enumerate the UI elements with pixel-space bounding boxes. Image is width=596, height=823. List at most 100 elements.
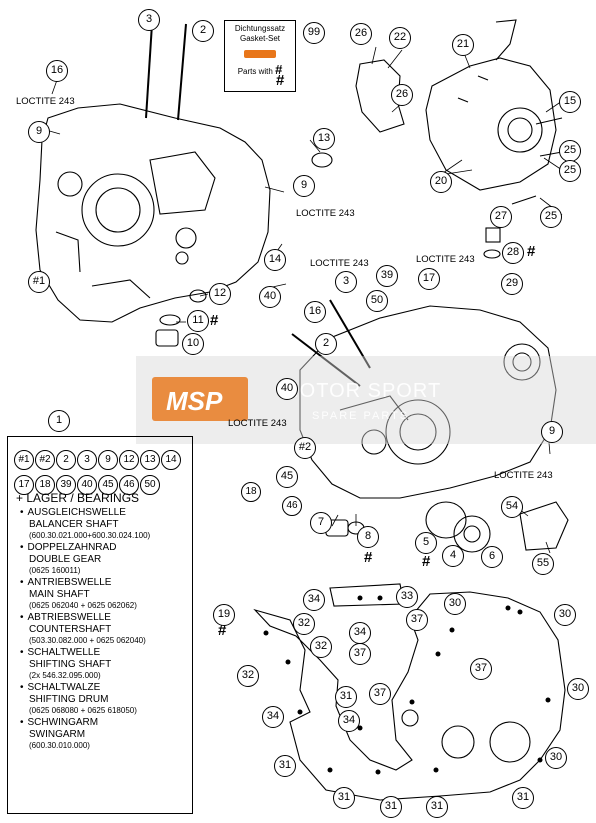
callout-32-b[interactable]: 32 [310,636,332,658]
callout-30[interactable]: 30 [444,593,466,615]
callout-40-b[interactable]: 40 [276,378,298,400]
callout-1[interactable]: 1 [48,410,70,432]
loctite-label-4: LOCTITE 243 [416,254,475,265]
callout-2-b[interactable]: 2 [315,333,337,355]
callout-6[interactable]: 6 [481,546,503,568]
bearing-de: ABTRIEBSWELLE [20,612,192,624]
callout-19[interactable]: 19 [213,604,235,626]
bearing-de: SCHALTWALZE [20,682,192,694]
callout-34-d[interactable]: 34 [338,710,360,732]
callout-22[interactable]: 22 [389,27,411,49]
callout-50[interactable]: 50 [366,290,388,312]
callout-11[interactable]: 11 [187,310,209,332]
bearing-en: DOUBLE GEAR [29,554,102,565]
watermark-text-2: SPARE PARTS [312,410,410,422]
legend-number: 50 [140,475,160,495]
callout-34-b[interactable]: 34 [349,622,371,644]
callout-26[interactable]: 26 [350,23,372,45]
loctite-label-3: LOCTITE 243 [310,258,369,269]
callout-28[interactable]: 28 [502,242,524,264]
callout-16-b[interactable]: 16 [304,301,326,323]
callout-31-d[interactable]: 31 [512,787,534,809]
loctite-label-5: LOCTITE 243 [228,418,287,429]
callout-32-c[interactable]: 32 [237,665,259,687]
callout-54[interactable]: 54 [501,496,523,518]
callout-2[interactable]: 2 [192,20,214,42]
callout-29[interactable]: 29 [501,273,523,295]
callout-32[interactable]: 32 [293,613,315,635]
callout-25-c[interactable]: 25 [540,206,562,228]
callout-14[interactable]: 14 [264,249,286,271]
callout-25[interactable]: 25 [559,140,581,162]
bearing-de: ANTRIEBSWELLE [20,577,192,589]
callout-10[interactable]: 10 [182,333,204,355]
callout-12[interactable]: 12 [209,283,231,305]
callout-3[interactable]: 3 [138,9,160,31]
callout-25-b[interactable]: 25 [559,160,581,182]
legend-number: 45 [98,475,118,495]
hash-mark-8: # [364,549,373,566]
callout-40[interactable]: 40 [259,286,281,308]
callout-13[interactable]: 13 [313,128,335,150]
legend-number: 12 [119,450,139,470]
callout-9-c[interactable]: 9 [541,421,563,443]
callout-15[interactable]: 15 [559,91,581,113]
callout-7[interactable]: 7 [310,512,332,534]
callout-h1[interactable]: #1 [28,271,50,293]
callout-9[interactable]: 9 [28,121,50,143]
bearing-en: SHIFTING DRUM [29,694,109,705]
callout-33[interactable]: 33 [396,586,418,608]
callout-21[interactable]: 21 [452,34,474,56]
callout-h2[interactable]: #2 [294,437,316,459]
callout-31-e[interactable]: 31 [380,796,402,818]
callout-99[interactable]: 99 [303,22,325,44]
callout-46[interactable]: 46 [282,496,302,516]
callout-31-f[interactable]: 31 [426,796,448,818]
parts-with-note: Parts with # [237,62,283,77]
loctite-label-1: LOCTITE 243 [16,96,75,107]
callout-20[interactable]: 20 [430,171,452,193]
callout-16[interactable]: 16 [46,60,68,82]
bearing-code: (600.30.021.000+600.30.024.100) [29,531,151,540]
callout-39[interactable]: 39 [376,265,398,287]
gasket-set-line2: Gasket-Set [239,34,280,43]
bearing-de: SCHALTWELLE [20,647,192,659]
callout-55[interactable]: 55 [532,553,554,575]
legend-number: 40 [77,475,97,495]
bearing-en: BALANCER SHAFT [29,519,119,530]
callout-34[interactable]: 34 [303,589,325,611]
legend-number: 3 [77,450,97,470]
left-case-outline [35,103,271,323]
callout-3-b[interactable]: 3 [335,271,357,293]
callout-31-c[interactable]: 31 [333,787,355,809]
callout-26-b[interactable]: 26 [391,84,413,106]
gasket-set-line1: Dichtungssatz [234,24,286,33]
callout-37-d[interactable]: 37 [369,683,391,705]
gasket-set-box: Dichtungssatz Gasket-Set Parts with # [224,20,296,92]
callout-30-b[interactable]: 30 [554,604,576,626]
callout-18[interactable]: 18 [241,482,261,502]
callout-8[interactable]: 8 [357,526,379,548]
callout-17[interactable]: 17 [418,268,440,290]
callout-4[interactable]: 4 [442,545,464,567]
watermark-text-1: MOTOR SPORT [282,380,442,402]
callout-30-c[interactable]: 30 [567,678,589,700]
callout-45[interactable]: 45 [276,466,298,488]
callout-37[interactable]: 37 [406,609,428,631]
watermark-logo: MSP [166,386,223,416]
callout-37-c[interactable]: 37 [470,658,492,680]
callout-37-b[interactable]: 37 [349,643,371,665]
callout-31[interactable]: 31 [335,686,357,708]
bearing-code: (0625 062040 + 0625 062062) [29,601,137,610]
callout-5[interactable]: 5 [415,532,437,554]
hash-mark-28: # [527,243,536,260]
callout-34-c[interactable]: 34 [262,706,284,728]
callout-27[interactable]: 27 [490,206,512,228]
callout-30-d[interactable]: 30 [545,747,567,769]
callout-9-b[interactable]: 9 [293,175,315,197]
callout-31-b[interactable]: 31 [274,755,296,777]
bearing-code: (2x 546.32.095.000) [29,671,101,680]
ktm-logo-icon [244,50,276,58]
